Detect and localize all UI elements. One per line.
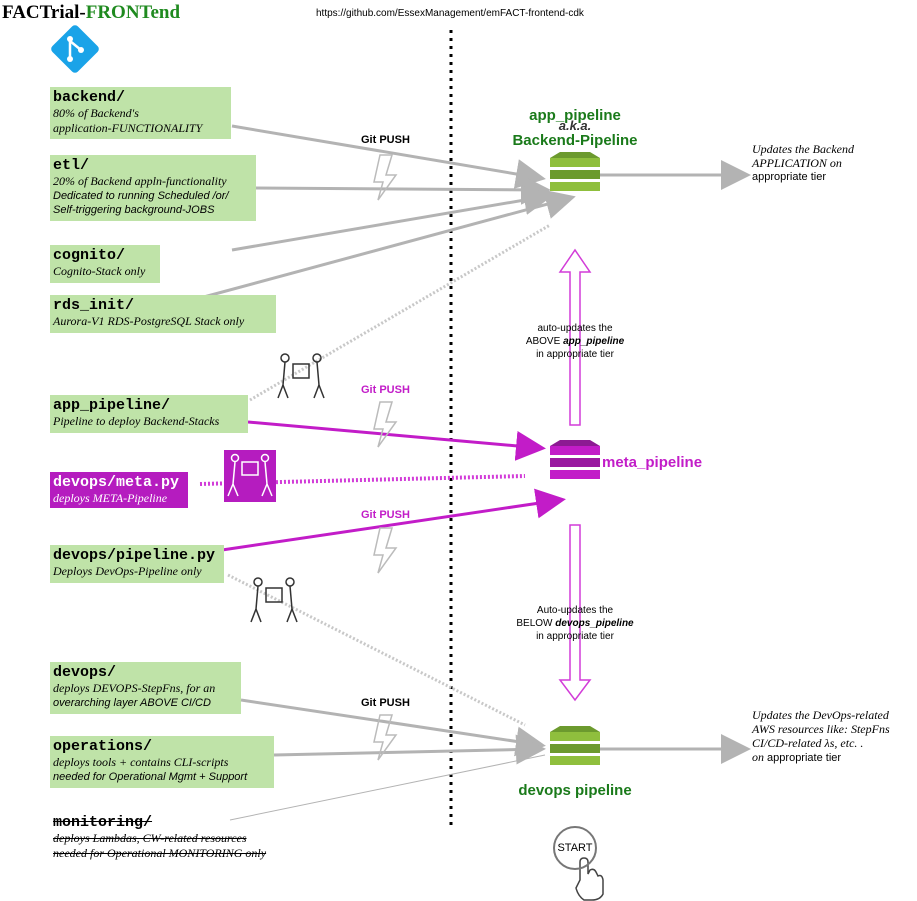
folder-desc: 80% of Backend's — [53, 106, 139, 120]
folder-rds-init: rds_init/ Aurora-V1 RDS-PostgreSQL Stack… — [50, 295, 276, 333]
folder-name: cognito/ — [53, 247, 126, 264]
git-push-label: Git PUSH — [361, 509, 410, 521]
folder-name: backend/ — [53, 89, 126, 106]
note-emphasis: devops_pipeline — [555, 618, 634, 629]
folder-devops: devops/ deploys DEVOPS-StepFns, for an o… — [50, 662, 241, 714]
movers-icon-1 — [277, 353, 325, 399]
note-line: in appropriate tier — [536, 631, 614, 642]
folder-devops-pipeline: devops/pipeline.py Deploys DevOps-Pipeli… — [50, 545, 224, 583]
folder-desc: 20% of Backend appln-functionality — [53, 174, 227, 188]
note-line: appropriate tier — [764, 752, 842, 764]
auto-down-arrow — [558, 524, 592, 702]
app-pipeline-icon — [550, 152, 600, 191]
arrow-app-pipeline — [247, 420, 546, 461]
arrow-etl — [255, 174, 551, 205]
folder-desc: Pipeline to deploy Backend-Stacks — [53, 414, 220, 428]
note-line: auto-updates the — [537, 323, 613, 334]
folder-name: rds_init/ — [53, 297, 135, 314]
auto-update-above-note: auto-updates the ABOVE app_pipeline in a… — [500, 322, 650, 361]
folder-desc: deploys Lambdas, CW-related resources — [53, 831, 247, 845]
folder-desc: Dedicated to running Scheduled /or/ — [53, 190, 229, 202]
lightning-icon-2 — [373, 401, 398, 448]
backend-update-note: Updates the Backend APPLICATION on appro… — [752, 142, 854, 184]
folder-desc: needed for Operational Mgmt + Support — [53, 771, 248, 783]
folder-desc: Aurora-V1 RDS-PostgreSQL Stack only — [53, 314, 245, 328]
folder-cognito: cognito/ Cognito-Stack only — [50, 245, 160, 283]
git-push-label: Git PUSH — [361, 697, 410, 709]
note-line: Updates the Backend — [752, 142, 854, 156]
app-pipeline-name: app_pipeline — [529, 107, 621, 124]
auto-update-below-note: Auto-updates the BELOW devops_pipeline i… — [500, 604, 650, 643]
note-line: APPLICATION on — [752, 156, 842, 170]
note-line: Updates the DevOps-related — [752, 708, 889, 722]
folder-name: devops/meta.py — [53, 474, 180, 491]
arrow-monitoring — [229, 754, 546, 821]
arrow-cognito — [231, 185, 554, 252]
folder-desc: Deploys DevOps-Pipeline only — [53, 564, 202, 578]
lightning-icon-1 — [373, 154, 398, 201]
folder-etl: etl/ 20% of Backend appln-functionality … — [50, 155, 256, 221]
meta-pipeline-label: meta_pipeline — [602, 454, 703, 471]
devops-pipeline-label: devops pipeline — [518, 782, 632, 799]
note-line: CI/CD-related λs, etc. . — [752, 736, 864, 750]
meta-pipeline-icon — [550, 440, 600, 479]
note-line: Auto-updates the — [536, 605, 614, 616]
note-line: AWS resources like: StepFns — [752, 722, 890, 736]
start-button[interactable]: START — [553, 826, 597, 870]
folder-desc: application-FUNCTIONALITY — [53, 121, 203, 135]
page-title: FACTrial-FRONTend — [2, 2, 180, 24]
folder-name: devops/pipeline.py — [53, 547, 216, 564]
devops-pipeline-icon — [550, 726, 600, 765]
aka-label: a.k.a. — [558, 118, 592, 133]
lightning-icon-4 — [373, 714, 398, 761]
movers-icon-2 — [250, 577, 298, 623]
folder-name: devops/ — [53, 664, 117, 681]
folder-name: operations/ — [53, 738, 153, 755]
devops-update-note: Updates the DevOps-related AWS resources… — [752, 708, 890, 765]
auto-up-arrow — [558, 248, 592, 426]
folder-desc: deploys META-Pipeline — [53, 491, 168, 505]
backend-pipeline-name: Backend-Pipeline — [512, 132, 638, 149]
note-emphasis: app_pipeline — [563, 336, 625, 347]
git-repo-icon — [51, 25, 99, 73]
note-line: on — [752, 750, 764, 764]
folder-desc: overarching layer ABOVE CI/CD — [53, 697, 211, 709]
arrow-backend — [231, 124, 546, 189]
folder-name: app_pipeline/ — [53, 397, 171, 414]
folder-operations: operations/ deploys tools + contains CLI… — [50, 736, 274, 788]
title-part2: FRONTend — [85, 2, 181, 23]
folder-monitoring: monitoring/ deploys Lambdas, CW-related … — [50, 812, 290, 864]
note-line: appropriate tier — [752, 171, 826, 183]
folder-desc: Self-triggering background-JOBS — [53, 204, 215, 216]
note-line: ABOVE — [525, 336, 564, 347]
app-pipeline-label: app_pipeline a.k.a. Backend-Pipeline — [505, 107, 645, 150]
movers-icon-meta — [224, 450, 276, 502]
note-line: BELOW — [516, 618, 556, 629]
folder-name: etl/ — [53, 157, 90, 174]
folder-devops-meta: devops/meta.py deploys META-Pipeline — [50, 472, 188, 508]
git-push-label: Git PUSH — [361, 384, 410, 396]
arrow-rds-init — [199, 189, 576, 300]
dotted-link-1 — [249, 223, 551, 402]
folder-name: monitoring/ — [53, 814, 153, 831]
title-part1: FACTrial- — [2, 2, 86, 23]
arrow-operations — [273, 734, 546, 765]
arrow-devops-pipeline — [221, 488, 566, 552]
note-line: in appropriate tier — [536, 349, 614, 360]
folder-backend: backend/ 80% of Backend's application-FU… — [50, 87, 231, 139]
lightning-icon-3 — [373, 527, 398, 574]
folder-app-pipeline: app_pipeline/ Pipeline to deploy Backend… — [50, 395, 248, 433]
folder-desc: deploys tools + contains CLI-scripts — [53, 755, 229, 769]
repo-url[interactable]: https://github.com/EssexManagement/emFAC… — [316, 8, 584, 19]
folder-desc: Cognito-Stack only — [53, 264, 146, 278]
git-push-label: Git PUSH — [361, 134, 410, 146]
folder-desc: needed for Operational MONITORING only — [53, 846, 267, 860]
dotted-link-2 — [227, 573, 526, 727]
folder-desc: deploys DEVOPS-StepFns, for an — [53, 681, 216, 695]
